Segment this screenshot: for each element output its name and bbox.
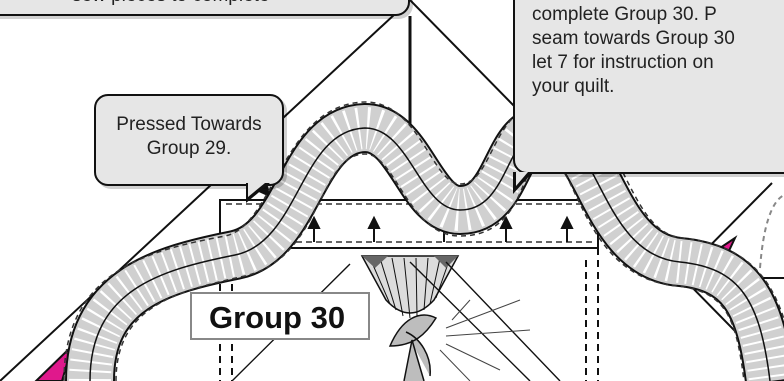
group-label-box: Group 30 [190,292,370,340]
callout-pressed-towards: Pressed Towards Group 29. [94,94,284,186]
callout-instr-line2: seam towards Group 30 [532,27,784,51]
callout-instructions: complete Group 30. P seam towards Group … [513,0,784,174]
callout-top-text: sew pieces to complete [72,0,270,8]
callout-top: sew pieces to complete [0,0,410,16]
group-label: Group 30 [203,300,351,336]
callout-tail-fill [248,183,265,197]
callout-pressed-line2: Group 29. [96,137,282,161]
right-block-arc [760,195,784,268]
center-flower-lines [440,300,530,381]
center-flower [390,315,436,381]
callout-tail-fill [516,172,528,186]
callout-instr-line1: complete Group 30. P [532,3,784,27]
callout-instr-line3: let 7 for instruction on [532,51,784,75]
callout-instr-line4: your quilt. [532,75,784,99]
callout-pressed-line1: Pressed Towards [96,113,282,137]
